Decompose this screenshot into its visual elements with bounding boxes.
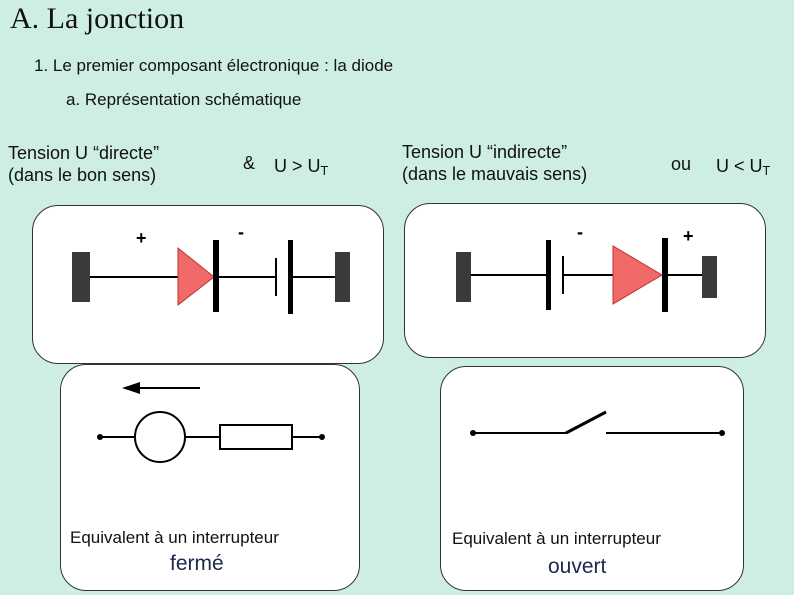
closed-switch-panel: [60, 364, 360, 591]
plus-sign: +: [136, 228, 147, 248]
right-electrode: [335, 252, 350, 302]
left-electrode: [456, 252, 471, 302]
battery-long-plate: [288, 240, 293, 314]
closed-state-label: fermé: [170, 552, 224, 575]
ampersand: &: [243, 153, 256, 173]
right-electrode: [702, 256, 717, 298]
open-equivalent-label: Equivalent à un interrupteur: [452, 529, 661, 548]
closed-equivalent-label: Equivalent à un interrupteur: [70, 528, 279, 547]
diode-triangle: [177, 246, 215, 307]
forward-circuit-panel: [32, 205, 384, 364]
reverse-condition: U < UT: [716, 156, 771, 178]
switch-blade: [565, 410, 607, 435]
open-switch-panel: [440, 366, 744, 591]
page-title: A. La jonction: [10, 2, 185, 35]
minus-sign: -: [577, 222, 583, 242]
closed-switch-equivalent: [97, 382, 325, 463]
or-label: ou: [671, 154, 692, 174]
terminal: [470, 430, 476, 436]
left-electrode: [72, 252, 90, 302]
plus-sign: +: [683, 226, 694, 246]
section-heading: 1. Le premier composant électronique : l…: [34, 56, 394, 75]
open-switch: [470, 410, 725, 436]
source-circle: [134, 411, 186, 463]
subsection-heading: a. Représentation schématique: [66, 90, 302, 109]
forward-condition: U > UT: [274, 156, 329, 178]
terminal: [97, 434, 103, 440]
diode-bar: [213, 240, 219, 312]
diode-triangle: [612, 245, 663, 305]
diode-bar: [662, 238, 668, 312]
arrow-head: [122, 382, 140, 394]
reverse-voltage-label: Tension U “indirecte” (dans le mauvais s…: [402, 142, 588, 184]
forward-circuit: [72, 240, 350, 314]
open-state-label: ouvert: [548, 555, 607, 578]
reverse-circuit: [456, 238, 717, 312]
battery-long-plate: [546, 240, 551, 310]
resistor: [219, 424, 293, 450]
terminal: [319, 434, 325, 440]
minus-sign: -: [238, 222, 244, 242]
forward-voltage-label: Tension U “directe” (dans le bon sens): [8, 143, 160, 185]
terminal: [719, 430, 725, 436]
